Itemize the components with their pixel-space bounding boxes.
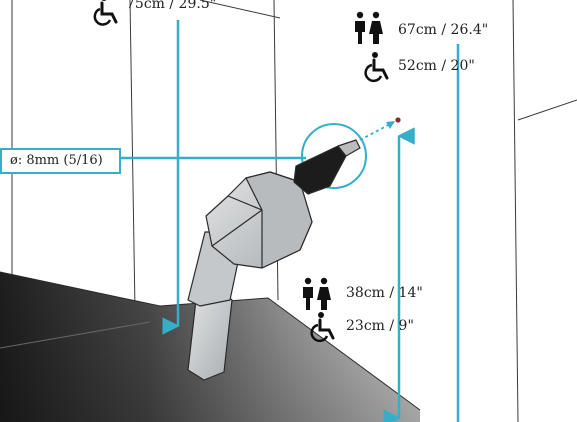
mount-point-mark <box>395 117 401 123</box>
top-left-accessible-height: 75cm / 29.5" <box>126 0 217 12</box>
drill-body <box>187 139 361 381</box>
wheelchair-icon <box>364 52 389 83</box>
top-right-accessible-height: 52cm / 20" <box>398 58 475 74</box>
drill-direction-arrowhead <box>386 121 395 129</box>
man-woman-icon <box>303 277 331 310</box>
lower-standard-height: 38cm / 14" <box>346 285 423 301</box>
detail-circle <box>301 123 367 189</box>
wheelchair-icon <box>310 312 335 343</box>
wheelchair-icon <box>93 0 118 26</box>
diameter-callout: ø: 8mm (5/16) <box>0 148 121 174</box>
top-right-standard-height: 67cm / 26.4" <box>398 22 489 38</box>
dimension-lines <box>121 20 460 422</box>
lower-accessible-height: 23cm / 9" <box>346 318 414 334</box>
man-woman-icon <box>355 11 383 44</box>
